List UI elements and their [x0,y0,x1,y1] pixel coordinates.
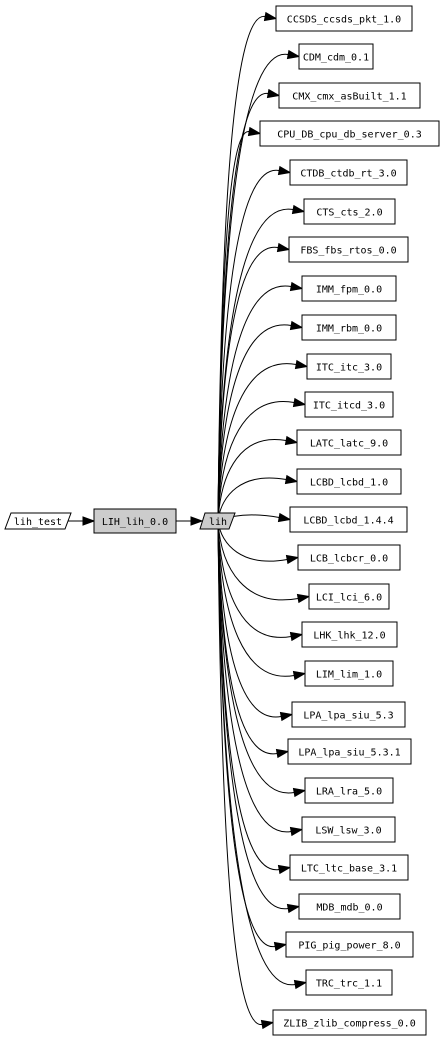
node-imm-rbm-0-0[interactable]: IMM_rbm_0.0 [301,314,397,341]
node-lci-lci-6-0[interactable]: LCI_lci_6.0 [308,583,390,610]
node-cmx-cmx-asbuilt-1-1[interactable]: CMX_cmx_asBuilt_1.1 [278,82,421,109]
node-hub-lih-label: lih [209,517,227,528]
node-cdm-cdm-0-1[interactable]: CDM_cdm_0.1 [298,43,374,70]
node-zlib-zlib-compress-0-0[interactable]: ZLIB_zlib_compress_0.0 [272,1009,427,1036]
node-lra-lra-5-0[interactable]: LRA_lra_5.0 [304,777,394,804]
node-label: PIG_pig_power_8.0 [298,941,400,952]
edge-hub-to-ctdb-ctdb-rt-3-0 [217,165,292,522]
node-cpu-db-cpu-db-server-0-3[interactable]: CPU_DB_cpu_db_server_0.3 [259,120,440,147]
node-label: LCBD_lcbd_1.4.4 [303,516,393,527]
node-ltc-ltc-base-3-1[interactable]: LTC_ltc_base_3.1 [289,854,409,881]
node-label: LSW_lsw_3.0 [315,826,381,837]
edge-hub-to-imm-rbm-0-0 [217,320,304,522]
node-label: MDB_mdb_0.0 [316,903,382,914]
node-label: CTS_cts_2.0 [316,208,382,219]
node-label: CPU_DB_cpu_db_server_0.3 [277,130,422,141]
node-label: LATC_latc_9.0 [310,439,388,450]
node-imm-fpm-0-0[interactable]: IMM_fpm_0.0 [301,275,397,302]
node-label: CCSDS_ccsds_pkt_1.0 [287,15,401,26]
edge-hub-to-imm-fpm-0-0 [217,281,304,522]
node-lcb-lcbcr-0-0[interactable]: LCB_lcbcr_0.0 [297,544,401,571]
edges [68,11,311,1030]
node-label: LCI_lci_6.0 [316,593,382,604]
node-lpa-lpa-siu-5-3[interactable]: LPA_lpa_siu_5.3 [291,701,406,728]
node-lcbd-lcbd-1-4-4[interactable]: LCBD_lcbd_1.4.4 [289,506,408,533]
edge-hub-to-itc-itc-3-0 [217,359,309,522]
node-focus-lih[interactable]: LIH_lih_0.0 [93,508,177,534]
node-label: ITC_itcd_3.0 [313,401,385,412]
edge-hub-to-lsw-lsw-3-0 [217,520,304,837]
node-lih-test-label: lih_test [14,517,62,528]
node-focus-lih-label: LIH_lih_0.0 [102,517,168,528]
node-hub-lih[interactable]: lih [199,512,236,530]
node-pig-pig-power-8-0[interactable]: PIG_pig_power_8.0 [285,931,414,958]
node-label: CTDB_ctdb_rt_3.0 [300,169,396,180]
node-label: LPA_lpa_siu_5.3.1 [298,748,400,759]
edge-hub-to-lim-lim-1-0 [217,520,307,681]
node-label: TRC_trc_1.1 [316,979,382,990]
edge-hub-to-trc-trc-1-1 [217,520,308,990]
node-label: LHK_lhk_12.0 [313,631,385,642]
node-label: IMM_rbm_0.0 [316,324,382,335]
edge-hub-to-fbs-fbs-rtos-0-0 [217,242,291,522]
node-fbs-fbs-rtos-0-0[interactable]: FBS_fbs_rtos_0.0 [288,236,409,263]
edge-lih-test-to-focus [68,516,96,526]
node-itc-itcd-3-0[interactable]: ITC_itcd_3.0 [304,391,394,418]
edge-hub-to-lhk-lhk-12-0 [217,520,304,642]
edge-hub-to-lci-lci-6-0 [217,520,311,604]
node-mdb-mdb-0-0[interactable]: MDB_mdb_0.0 [298,893,401,920]
node-label: ITC_itc_3.0 [316,363,382,374]
node-label: IMM_fpm_0.0 [316,285,382,296]
edge-hub-to-zlib-zlib-compress-0-0 [217,520,275,1030]
nodes: lih_test LIH_lih_0.0 lih CCSDS_ccsds_pkt… [4,5,440,1036]
node-label: CMX_cmx_asBuilt_1.1 [292,92,406,103]
node-lsw-lsw-3-0[interactable]: LSW_lsw_3.0 [301,816,396,843]
node-lpa-lpa-siu-5-3-1[interactable]: LPA_lpa_siu_5.3.1 [287,738,412,765]
node-lcbd-lcbd-1-0[interactable]: LCBD_lcbd_1.0 [296,468,402,495]
node-label: LCBD_lcbd_1.0 [310,478,388,489]
edge-hub-to-lra-lra-5-0 [217,520,307,798]
node-ccsds-ccsds-pkt-1-0[interactable]: CCSDS_ccsds_pkt_1.0 [275,5,413,32]
edge-focus-to-hub [176,516,204,526]
node-label: LTC_ltc_base_3.1 [301,864,397,875]
node-latc-latc-9-0[interactable]: LATC_latc_9.0 [296,429,402,456]
edge-hub-to-cpu-db-cpu-db-server-0-3 [217,126,262,522]
node-lim-lim-1-0[interactable]: LIM_lim_1.0 [304,660,394,687]
node-itc-itc-3-0[interactable]: ITC_itc_3.0 [306,353,392,380]
node-label: FBS_fbs_rtos_0.0 [300,246,396,257]
edge-hub-to-latc-latc-9-0 [217,435,299,522]
node-label: LRA_lra_5.0 [316,787,382,798]
node-label: CDM_cdm_0.1 [303,53,369,64]
node-label: LIM_lim_1.0 [316,670,382,681]
node-trc-trc-1-1[interactable]: TRC_trc_1.1 [305,969,393,996]
node-label: ZLIB_zlib_compress_0.0 [283,1019,415,1030]
node-lih-test[interactable]: lih_test [4,512,72,530]
node-label: LPA_lpa_siu_5.3 [303,711,393,722]
edge-hub-to-itc-itcd-3-0 [217,397,307,522]
node-ctdb-ctdb-rt-3-0[interactable]: CTDB_ctdb_rt_3.0 [289,159,408,186]
node-lhk-lhk-12-0[interactable]: LHK_lhk_12.0 [301,621,398,648]
node-cts-cts-2-0[interactable]: CTS_cts_2.0 [303,198,396,225]
node-label: LCB_lcbcr_0.0 [310,554,388,565]
